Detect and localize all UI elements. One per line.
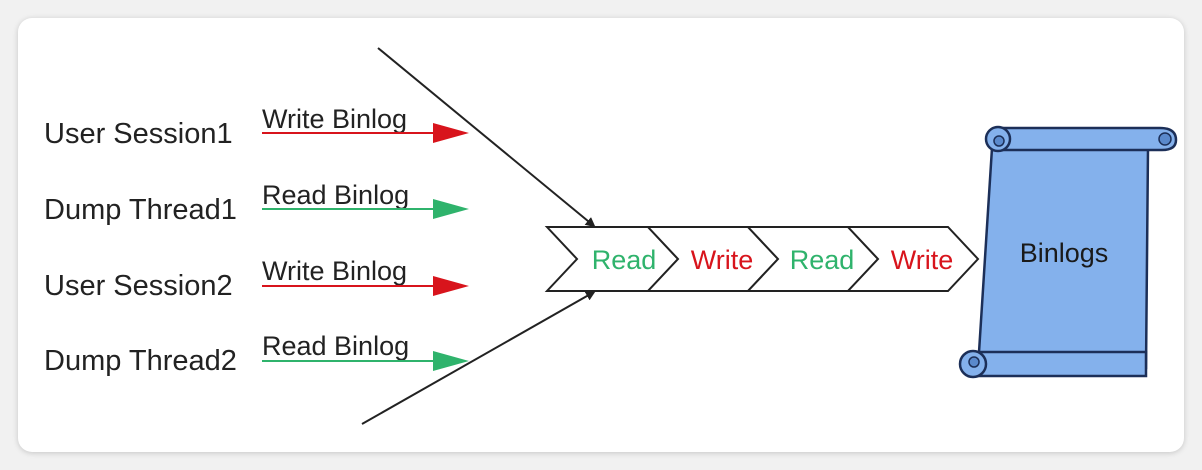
source-label: User Session1: [44, 118, 233, 150]
queue-label-write: Write: [891, 245, 954, 275]
action-label: Write Binlog: [262, 256, 407, 286]
source-label: User Session2: [44, 270, 233, 302]
funnel-top-arrow: [377, 47, 596, 228]
funnel-bottom-arrow: [361, 291, 596, 425]
action-label: Read Binlog: [262, 180, 409, 210]
read-arrow-icon: [433, 351, 469, 371]
queue-label-read: Read: [592, 245, 657, 275]
source-row-2: User Session2 Write Binlog: [44, 256, 469, 302]
queue-label-read: Read: [790, 245, 855, 275]
read-arrow-icon: [433, 199, 469, 219]
binlog-queue: Read Write Read Write: [544, 226, 980, 292]
source-row-3: Dump Thread2 Read Binlog: [44, 331, 469, 377]
queue-chevron-3: [845, 226, 980, 292]
source-label: Dump Thread2: [44, 345, 237, 377]
source-row-0: User Session1 Write Binlog: [44, 104, 469, 150]
binlogs-label: Binlogs: [1020, 238, 1109, 268]
write-arrow-icon: [433, 123, 469, 143]
action-label: Write Binlog: [262, 104, 407, 134]
queue-label-write: Write: [691, 245, 754, 275]
binlogs-scroll-icon: Binlogs: [958, 125, 1178, 379]
write-arrow-icon: [433, 276, 469, 296]
source-label: Dump Thread1: [44, 194, 237, 226]
action-label: Read Binlog: [262, 331, 409, 361]
source-row-1: Dump Thread1 Read Binlog: [44, 180, 469, 226]
